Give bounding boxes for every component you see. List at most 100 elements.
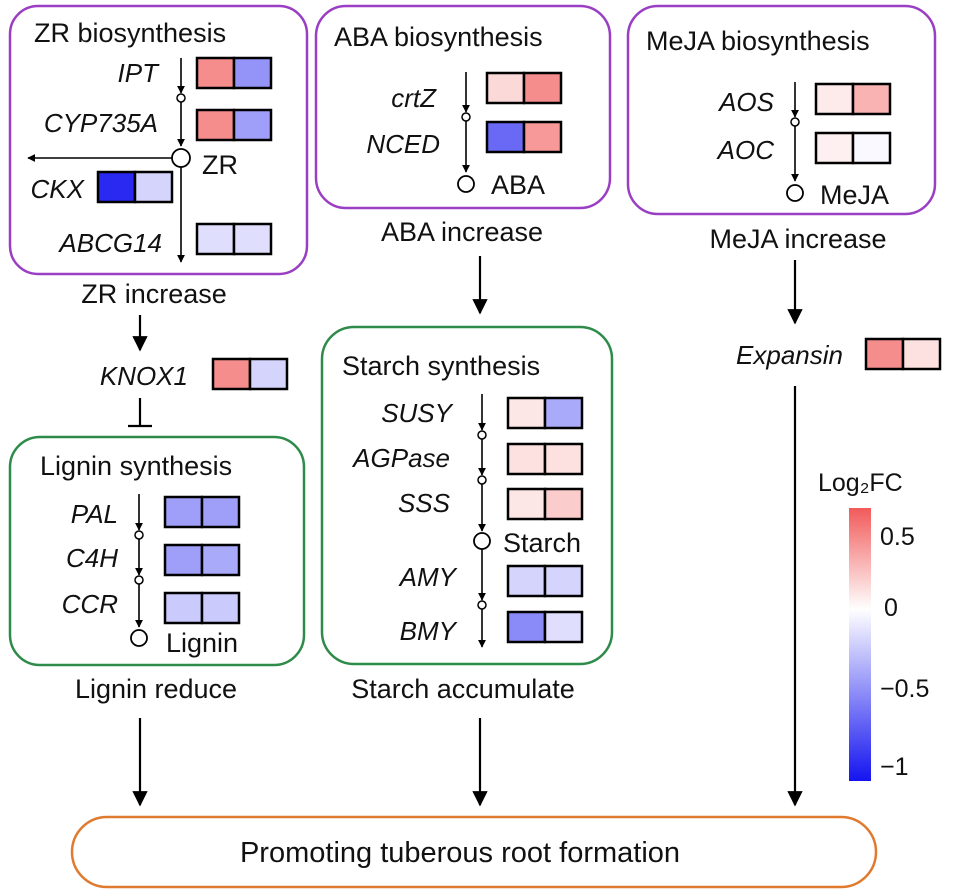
heatmap-cell (506, 442, 547, 476)
lignin-box-title: Lignin synthesis (40, 451, 232, 481)
heatmap-amy (506, 564, 584, 598)
heatmap-cell (195, 222, 236, 256)
heatmap-cell (506, 487, 547, 521)
legend-color-bar (849, 508, 871, 781)
legend-tick-label: −0.5 (880, 675, 929, 703)
color-scale-legend: Log₂FC 0.5 0 −0.5 −1 (818, 469, 929, 781)
zr-product-label: ZR (202, 150, 238, 180)
zr-box-title: ZR biosynthesis (34, 18, 226, 48)
legend-tick-label: 0 (884, 594, 898, 622)
heatmap-cell (522, 71, 563, 105)
heatmap-cell (506, 564, 547, 598)
starch-pathway-node-1 (477, 430, 487, 440)
heatmap-agpase (506, 442, 584, 476)
heatmap-susy (506, 396, 584, 430)
aba-box-border (314, 4, 612, 210)
heatmap-cell (543, 442, 584, 476)
gene-label-crtz: crtZ (391, 83, 437, 113)
heatmap-ccr (163, 591, 241, 625)
aba-product-label: ABA (491, 170, 545, 200)
heatmap-cell (200, 495, 241, 529)
gene-label-knox1: KNOX1 (100, 361, 188, 391)
meja-box-title: MeJA biosynthesis (646, 26, 870, 56)
heatmap-crtz (485, 71, 563, 105)
heatmap-cell (96, 170, 137, 204)
starch-box-title: Starch synthesis (342, 351, 540, 381)
gene-label-aoc: AOC (716, 135, 775, 165)
zr-pathway-node (176, 93, 186, 103)
heatmap-cell (163, 543, 204, 577)
starch-pathway-node-2 (477, 475, 487, 485)
meja-biosynthesis-box: MeJA biosynthesis AOS AOC MeJA (626, 4, 937, 216)
heatmap-cell (232, 56, 273, 90)
lignin-box-border (8, 435, 306, 667)
heatmap-ckx (96, 170, 174, 204)
aba-outcome-label: ABA increase (381, 217, 543, 247)
heatmap-cell (543, 564, 584, 598)
meja-product-label: MeJA (820, 180, 889, 210)
gene-label-aos: AOS (717, 87, 775, 117)
gene-label-sss: SSS (398, 488, 451, 518)
gene-label-ckx: CKX (31, 174, 86, 204)
heatmap-cell (211, 357, 252, 391)
zr-product-node (171, 148, 191, 168)
gene-label-c4h: C4H (66, 543, 118, 573)
heatmap-cell (814, 131, 855, 165)
lignin-outcome-label: Lignin reduce (75, 674, 237, 704)
gene-label-bmy: BMY (400, 616, 458, 646)
zr-outcome-label: ZR increase (81, 279, 227, 309)
lignin-pathway-node-2 (134, 575, 144, 585)
zr-box-border (8, 4, 309, 276)
gene-label-pal: PAL (71, 499, 118, 529)
heatmap-sss (506, 487, 584, 521)
gene-label-abcg14: ABCG14 (57, 228, 162, 258)
starch-outcome-label: Starch accumulate (351, 674, 575, 704)
aba-biosynthesis-box: ABA biosynthesis crtZ NCED ABA (314, 4, 612, 210)
zr-biosynthesis-box: ZR biosynthesis IPT CYP735A CKX ABCG14 Z… (8, 4, 309, 276)
gene-label-susy: SUSY (381, 398, 453, 428)
heatmap-cell (864, 337, 905, 371)
starch-pathway-node-3 (477, 600, 487, 610)
heatmap-cell (195, 56, 236, 90)
starch-box-border (320, 325, 614, 666)
lignin-pathway-node-1 (134, 530, 144, 540)
heatmap-cell (485, 120, 526, 154)
meja-pathway-node (790, 117, 800, 127)
starch-product-label: Starch (503, 528, 581, 558)
legend-title: Log₂FC (818, 469, 903, 497)
heatmap-aos (814, 82, 892, 116)
heatmap-cell (163, 495, 204, 529)
heatmap-cell (232, 108, 273, 142)
aba-product-node (457, 175, 475, 193)
heatmap-cell (248, 357, 289, 391)
heatmap-c4h (163, 543, 241, 577)
heatmap-ipt (195, 56, 273, 90)
lignin-product-node (130, 629, 148, 647)
heatmap-cell (506, 610, 547, 644)
meja-product-node (786, 184, 804, 202)
heatmap-cell (232, 222, 273, 256)
gene-label-ipt: IPT (118, 58, 161, 88)
heatmap-cell (485, 71, 526, 105)
lignin-synthesis-box: Lignin synthesis PAL C4H CCR Lignin (8, 435, 306, 667)
gene-label-amy: AMY (398, 562, 458, 592)
heatmap-cell (522, 120, 563, 154)
legend-tick-label: 0.5 (880, 523, 915, 551)
heatmap-abcg14 (195, 222, 273, 256)
heatmap-nced (485, 120, 563, 154)
heatmap-expansin (864, 337, 942, 371)
legend-tick-label: −1 (880, 753, 909, 781)
heatmap-cell (901, 337, 942, 371)
gene-label-agpase: AGPase (351, 443, 450, 473)
lignin-product-label: Lignin (166, 628, 238, 658)
heatmap-cell (195, 108, 236, 142)
gene-label-ccr: CCR (62, 589, 118, 619)
heatmap-cell (133, 170, 174, 204)
heatmap-cell (543, 487, 584, 521)
starch-product-node (473, 532, 491, 550)
heatmap-cyp735a (195, 108, 273, 142)
aba-box-title: ABA biosynthesis (334, 22, 543, 52)
starch-synthesis-box: Starch synthesis SUSY AGPase SSS AMY BMY… (320, 325, 614, 666)
heatmap-cell (506, 396, 547, 430)
